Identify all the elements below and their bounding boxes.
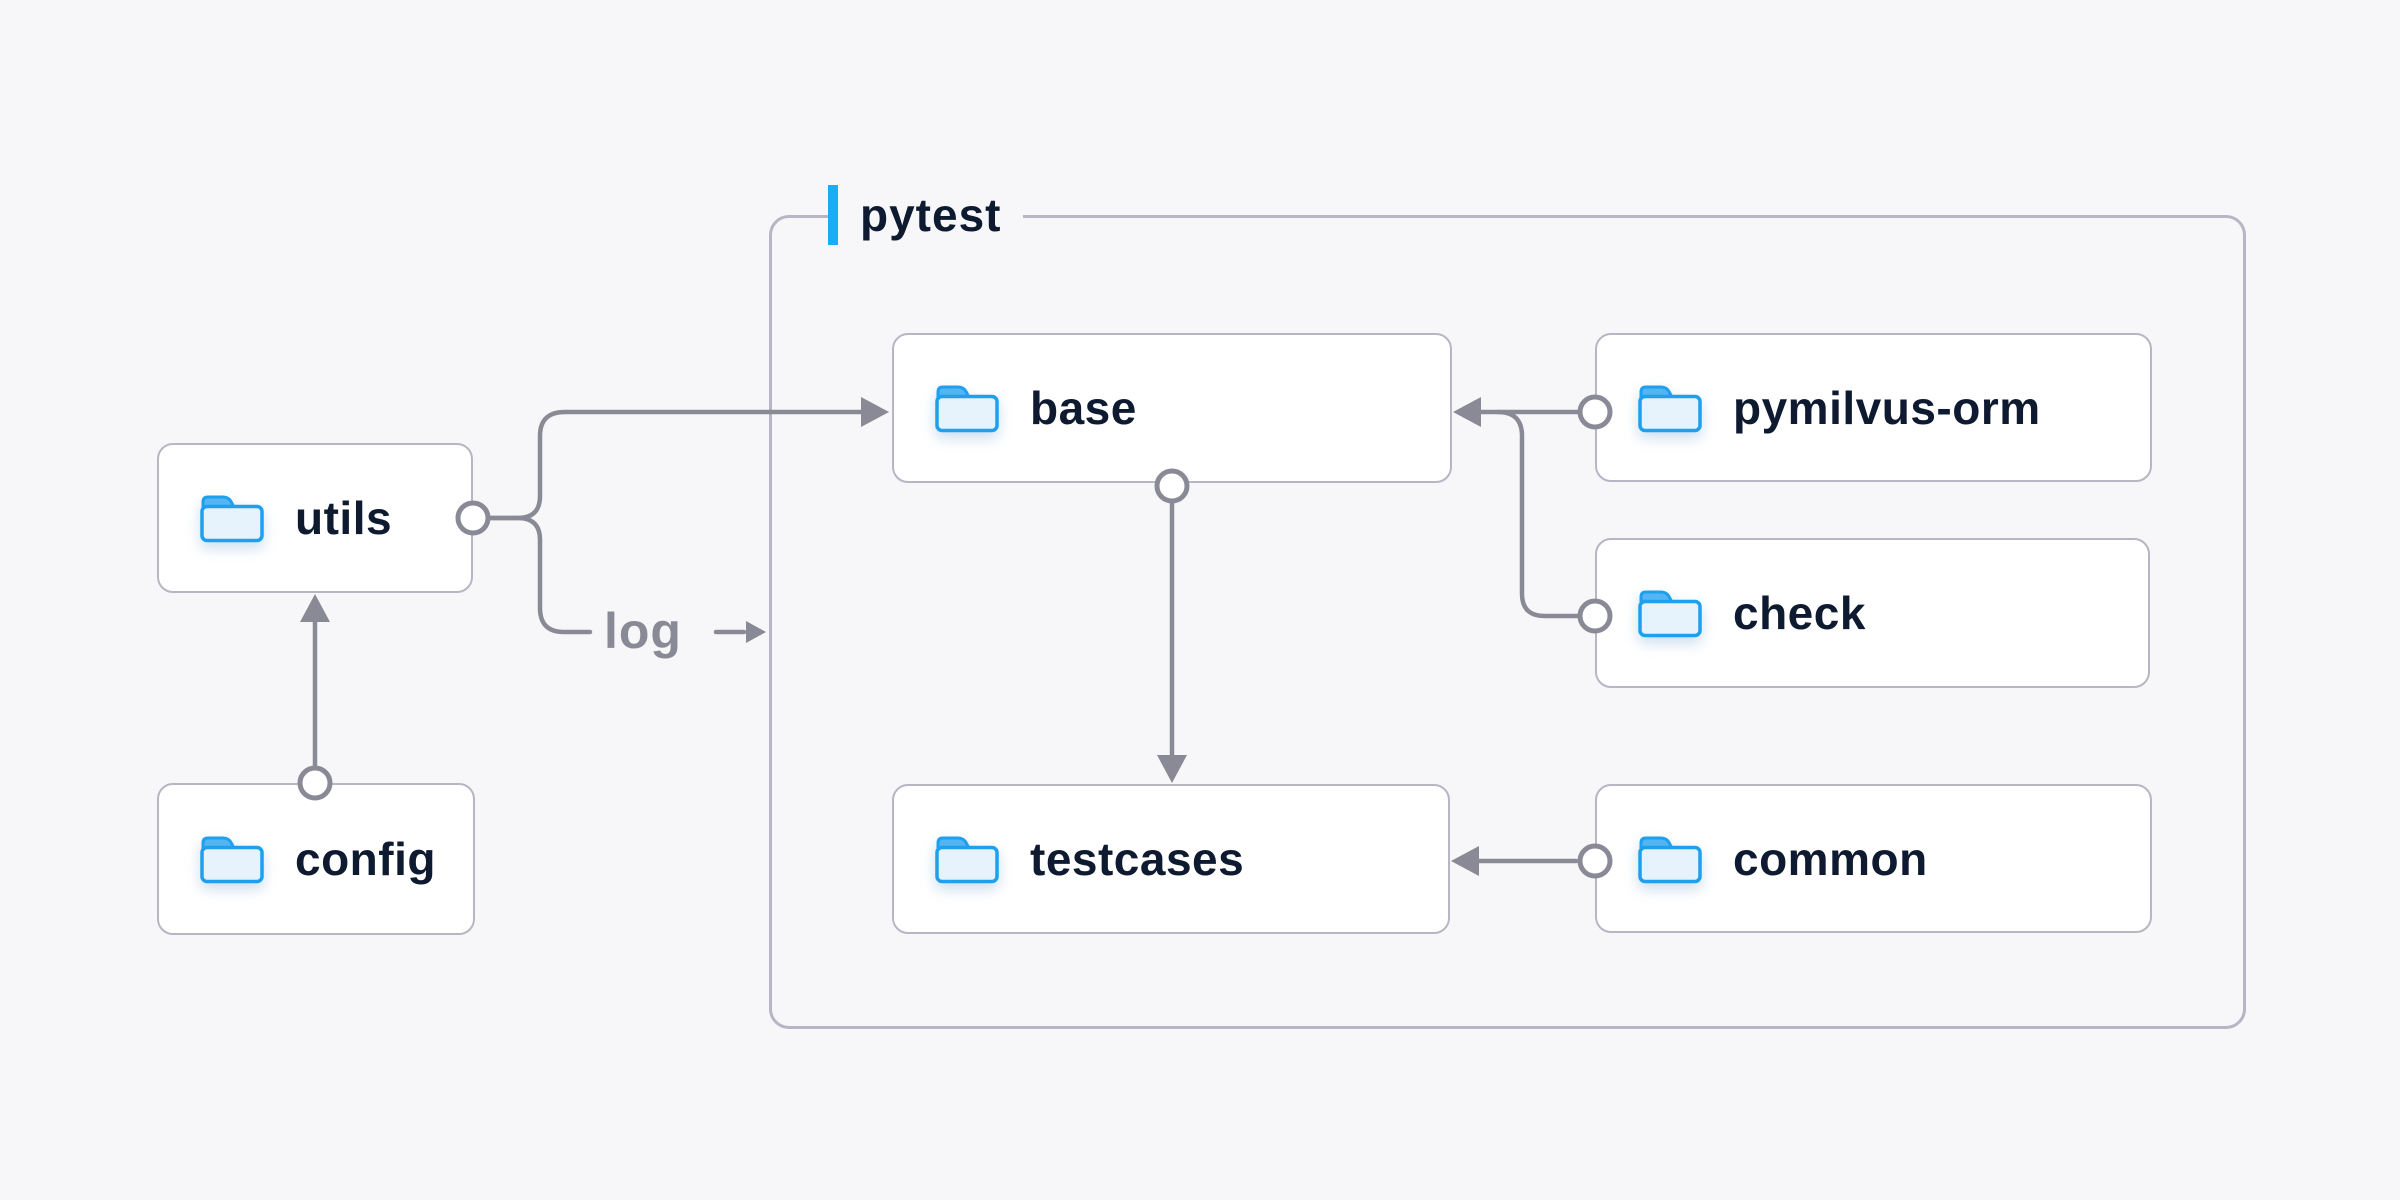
- pytest-group-label: pytest: [828, 183, 1024, 247]
- node-label: utils: [295, 492, 393, 544]
- node-utils[interactable]: utils: [157, 443, 473, 593]
- pytest-group-label-text: pytest: [860, 189, 1002, 241]
- edge-config-to-utils: [300, 594, 330, 770]
- edge-utils-to-log: [486, 515, 593, 635]
- folder-icon: [200, 836, 264, 884]
- pytest-group-container: [769, 215, 2246, 1029]
- arrowhead-right-icon: [746, 621, 766, 643]
- node-check[interactable]: check: [1595, 538, 2150, 688]
- folder-icon: [935, 385, 999, 433]
- node-label: common: [1733, 832, 1928, 885]
- edge-log-to-pytest: [713, 621, 766, 643]
- node-label: check: [1733, 587, 1866, 639]
- blue-accent-bar: [828, 185, 838, 245]
- folder-icon: [935, 836, 999, 884]
- folder-icon: [200, 495, 264, 543]
- log-edge-label: log: [604, 603, 682, 659]
- folder-icon: [1638, 385, 1702, 432]
- arrowhead-up-icon: [300, 594, 330, 622]
- folder-icon: [1638, 590, 1702, 638]
- node-label: pymilvus-orm: [1733, 381, 2041, 434]
- folder-icon: [1638, 836, 1702, 883]
- node-base[interactable]: base: [892, 333, 1452, 483]
- node-label: testcases: [1030, 833, 1245, 885]
- node-common[interactable]: common: [1595, 784, 2152, 933]
- node-pymilvus-orm[interactable]: pymilvus-orm: [1595, 333, 2152, 482]
- node-label: config: [295, 833, 436, 885]
- node-label: base: [1030, 382, 1137, 434]
- node-testcases[interactable]: testcases: [892, 784, 1450, 934]
- node-config[interactable]: config: [157, 783, 475, 935]
